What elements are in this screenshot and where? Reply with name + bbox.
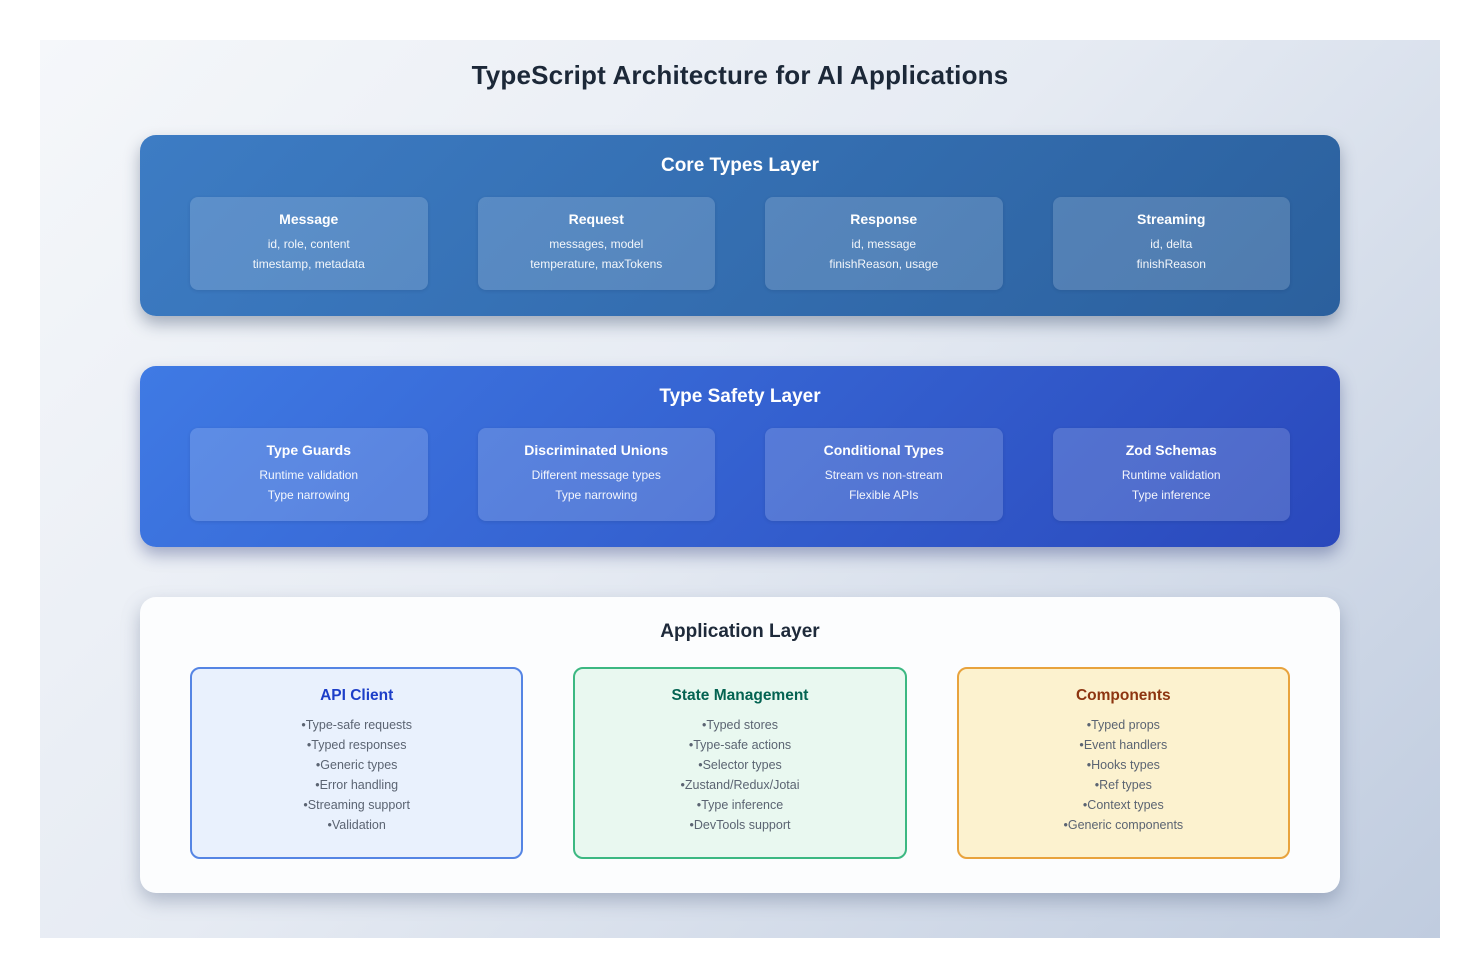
diagram-canvas: TypeScript Architecture for AI Applicati… [40, 40, 1440, 938]
feature-item: Hooks types [971, 755, 1276, 775]
card-title: State Management [671, 687, 809, 704]
feature-item: DevTools support [587, 815, 892, 835]
card-title: Response [850, 211, 918, 227]
card-title: Discriminated Unions [524, 442, 669, 458]
type-card-zod-schemas: Zod Schemas Runtime validation Type infe… [1052, 428, 1290, 521]
card-detail: Runtime validation [259, 468, 359, 482]
layer-type-safety: Type Safety Layer Type Guards Runtime va… [140, 366, 1340, 547]
core-types-card-row: Message id, role, content timestamp, met… [190, 197, 1290, 290]
card-detail: temperature, maxTokens [530, 257, 663, 271]
card-detail: messages, model [549, 237, 644, 251]
feature-item: Context types [971, 795, 1276, 815]
card-title: Streaming [1137, 211, 1206, 227]
card-detail: Stream vs non-stream [824, 468, 943, 482]
card-detail: Runtime validation [1121, 468, 1221, 482]
application-card-row: API Client Type-safe requests Typed resp… [190, 667, 1290, 859]
app-card-components: Components Typed props Event handlers Ho… [956, 667, 1290, 859]
layer-core-types: Core Types Layer Message id, role, conte… [140, 135, 1340, 316]
card-detail: finishReason [1136, 257, 1206, 271]
app-card-state-management: State Management Typed stores Type-safe … [573, 667, 907, 859]
layer-core-types-title: Core Types Layer [660, 155, 820, 176]
card-detail: Flexible APIs [849, 488, 919, 502]
feature-item: Error handling [204, 775, 509, 795]
feature-item: Ref types [971, 775, 1276, 795]
feature-item: Typed stores [587, 715, 892, 735]
layer-type-safety-title: Type Safety Layer [659, 386, 821, 407]
type-card-type-guards: Type Guards Runtime validation Type narr… [190, 428, 428, 521]
type-card-discriminated-unions: Discriminated Unions Different message t… [477, 428, 715, 521]
feature-item: Type-safe requests [204, 715, 509, 735]
feature-item: Zustand/Redux/Jotai [587, 775, 892, 795]
feature-item: Event handlers [971, 735, 1276, 755]
card-title: Message [279, 211, 339, 227]
feature-item: Typed props [971, 715, 1276, 735]
card-detail: finishReason, usage [829, 257, 939, 271]
feature-list: Typed stores Type-safe actions Selector … [587, 715, 892, 835]
card-detail: id, role, content [267, 237, 350, 251]
layer-application-title: Application Layer [660, 621, 820, 642]
feature-item: Generic types [204, 755, 509, 775]
card-detail: id, message [851, 237, 917, 251]
feature-list: Type-safe requests Typed responses Gener… [204, 715, 509, 835]
diagram-title: TypeScript Architecture for AI Applicati… [471, 60, 1009, 90]
card-title: Zod Schemas [1125, 442, 1217, 458]
card-title: Request [568, 211, 624, 227]
feature-item: Type inference [587, 795, 892, 815]
feature-item: Streaming support [204, 795, 509, 815]
card-title: API Client [320, 687, 394, 704]
card-title: Type Guards [266, 442, 352, 458]
feature-item: Selector types [587, 755, 892, 775]
feature-item: Type-safe actions [587, 735, 892, 755]
type-card-response: Response id, message finishReason, usage [765, 197, 1003, 290]
feature-item: Generic components [971, 815, 1276, 835]
card-detail: id, delta [1150, 237, 1193, 251]
card-title: Conditional Types [823, 442, 944, 458]
type-card-conditional-types: Conditional Types Stream vs non-stream F… [765, 428, 1003, 521]
type-card-request: Request messages, model temperature, max… [477, 197, 715, 290]
type-card-streaming: Streaming id, delta finishReason [1052, 197, 1290, 290]
card-detail: Type inference [1131, 488, 1211, 502]
card-detail: Different message types [531, 468, 661, 482]
type-card-message: Message id, role, content timestamp, met… [190, 197, 428, 290]
feature-item: Typed responses [204, 735, 509, 755]
card-detail: Type narrowing [267, 488, 350, 502]
card-detail: timestamp, metadata [252, 257, 365, 271]
layer-application: Application Layer API Client Type-safe r… [140, 597, 1340, 893]
type-safety-card-row: Type Guards Runtime validation Type narr… [190, 428, 1290, 521]
feature-list: Typed props Event handlers Hooks types R… [971, 715, 1276, 835]
card-detail: Type narrowing [555, 488, 638, 502]
app-card-api-client: API Client Type-safe requests Typed resp… [190, 667, 524, 859]
card-title: Components [1075, 687, 1171, 704]
feature-item: Validation [204, 815, 509, 835]
